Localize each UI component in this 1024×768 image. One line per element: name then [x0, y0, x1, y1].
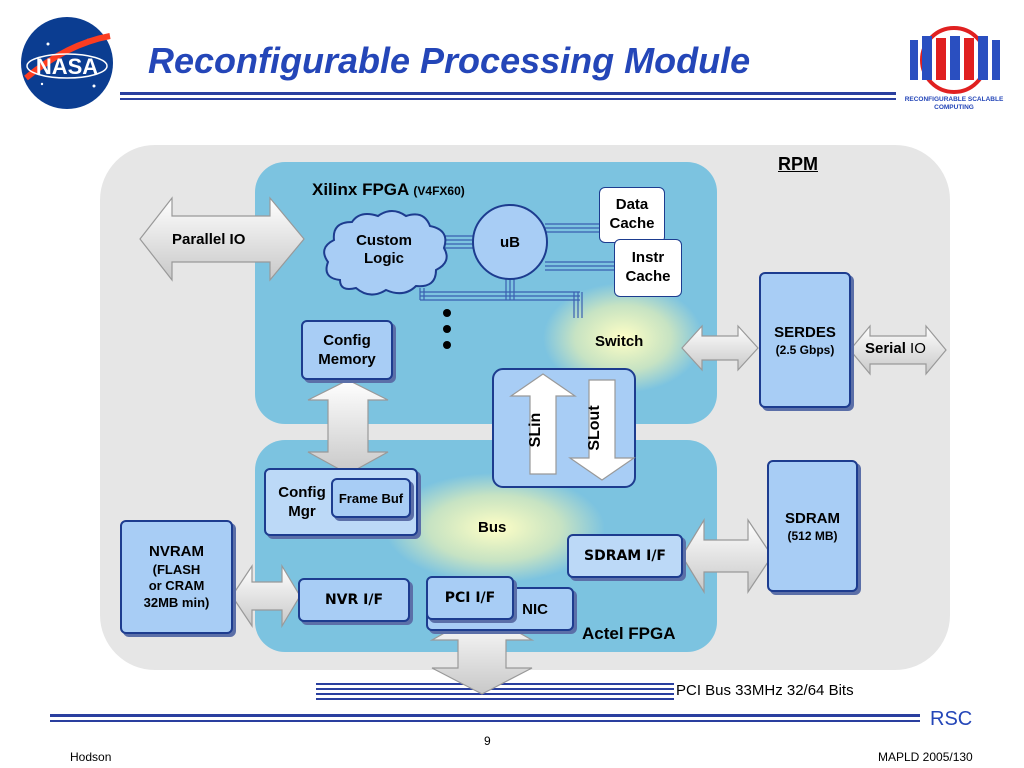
- custom-logic-line-1: Custom: [356, 232, 412, 249]
- bus-label: Bus: [478, 519, 507, 536]
- nvram-line-1: NVRAM: [148, 543, 204, 561]
- bus-glow: [385, 473, 605, 583]
- pci-if-box: PCI I/F: [426, 576, 514, 620]
- serial-io-bold: Serial: [865, 340, 906, 357]
- serial-io-label: Serial IO: [865, 340, 926, 358]
- xilinx-fpga-model: (V4FX60): [413, 184, 465, 198]
- parallel-io-arrow: [139, 196, 305, 282]
- xilinx-fpga-name: Xilinx FPGA: [312, 180, 409, 199]
- slin-label: SLin: [527, 413, 544, 448]
- custom-logic-cloud: [323, 210, 448, 296]
- ellipsis-dot-3: [443, 341, 451, 349]
- serial-io-arrow: [849, 324, 947, 376]
- nvr-if-box: NVR I/F: [298, 578, 410, 622]
- slout-label: SLout: [586, 405, 603, 451]
- data-cache-box: Data Cache: [599, 187, 665, 243]
- sdram-size: (512 MB): [787, 528, 838, 543]
- nvram-line-3: or CRAM: [148, 578, 205, 594]
- nic-label: NIC: [522, 600, 548, 618]
- sdram-label: SDRAM: [785, 509, 840, 527]
- footer-rule-bottom: [50, 720, 920, 722]
- nasa-logo-text: NASA: [36, 54, 98, 79]
- instr-cache-box: Instr Cache: [614, 239, 682, 297]
- instr-cache-line-2: Cache: [625, 268, 671, 285]
- title-rule-bottom: [120, 98, 896, 100]
- slin-arrow: [509, 373, 577, 475]
- ub-circle: [472, 204, 548, 280]
- nvram-box: NVRAM (FLASH or CRAM 32MB min): [120, 520, 233, 634]
- author: Hodson: [70, 750, 112, 764]
- pci-if-label: PCI I/F: [444, 590, 496, 606]
- config-mgr-line-1: Config: [278, 483, 326, 501]
- internal-bus-lines: [419, 223, 615, 318]
- config-memory-line-1: Config: [323, 331, 371, 349]
- custom-logic-line-2: Logic: [364, 250, 404, 267]
- switch-glow: [543, 283, 703, 393]
- nvram-line-4: 32MB min): [143, 594, 210, 610]
- xilinx-fpga-label: Xilinx FPGA (V4FX60): [312, 180, 465, 200]
- actel-fpga-label: Actel FPGA: [582, 624, 676, 643]
- page-title: Reconfigurable Processing Module: [148, 40, 751, 81]
- frame-buf-box: Frame Buf: [331, 478, 411, 518]
- switch-label: Switch: [595, 333, 644, 350]
- parallel-io-label: Parallel IO: [172, 231, 246, 248]
- rpm-label: RPM: [778, 154, 818, 174]
- serdes-rate: (2.5 Gbps): [775, 342, 835, 357]
- custom-logic-label: Custom Logic: [346, 232, 422, 268]
- page-number: 9: [484, 734, 491, 748]
- sdram-box: SDRAM (512 MB): [767, 460, 858, 592]
- config-mgr-line-2: Mgr: [288, 503, 316, 520]
- nasa-logo: NASA: [18, 14, 116, 112]
- data-cache-line-2: Cache: [609, 215, 655, 232]
- title-rule-top: [120, 92, 896, 95]
- sdram-if-box: SDRAM I/F: [567, 534, 683, 578]
- rsc-logo: RECONFIGURABLE SCALABLE COMPUTING: [904, 14, 1004, 118]
- serial-io-rest: IO: [905, 340, 926, 357]
- conference: MAPLD 2005/130: [878, 750, 973, 764]
- footer-rule-top: [50, 714, 920, 717]
- ellipsis-dot-1: [443, 309, 451, 317]
- ub-label: uB: [500, 234, 520, 251]
- sdram-if-label: SDRAM I/F: [583, 548, 666, 564]
- serdes-label: SERDES: [774, 323, 836, 341]
- nvr-if-label: NVR I/F: [324, 592, 384, 608]
- ellipsis-dot-2: [443, 325, 451, 333]
- config-memory-line-2: Memory: [318, 351, 376, 368]
- config-memory-box: Config Memory: [301, 320, 393, 380]
- rsc-logo-text: RECONFIGURABLE SCALABLE COMPUTING: [904, 96, 1004, 112]
- switch-serdes-arrow: [681, 324, 759, 372]
- instr-cache-line-1: Instr: [631, 249, 665, 267]
- pci-bus-label: PCI Bus 33MHz 32/64 Bits: [676, 682, 854, 699]
- nvram-line-2: (FLASH: [152, 562, 201, 577]
- serdes-box: SERDES (2.5 Gbps): [759, 272, 851, 408]
- data-cache-line-1: Data: [615, 196, 649, 214]
- rsc-footer-label: RSC: [930, 708, 973, 730]
- slout-arrow: [568, 379, 636, 481]
- pci-vertical-arrow: [429, 611, 535, 695]
